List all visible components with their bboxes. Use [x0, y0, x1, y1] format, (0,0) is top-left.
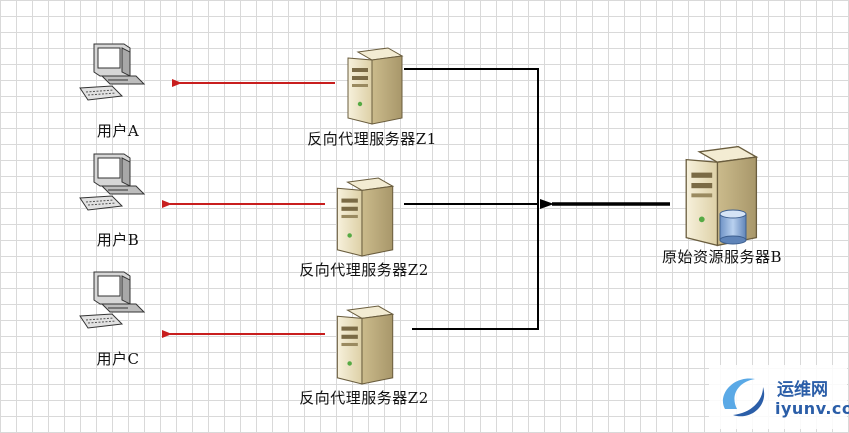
link-proxy1-proxy3 [404, 68, 539, 330]
computer-icon-user-b [79, 153, 145, 211]
proxy-z2-label: 反向代理服务器Z2 [299, 261, 429, 279]
computer-icon-user-c [79, 271, 145, 329]
server-icon-proxy-z2-second [336, 305, 394, 385]
user-arrows [162, 79, 335, 338]
watermark: 运维网 iyunv.com [709, 365, 849, 429]
server-icon-proxy-z2 [336, 177, 394, 257]
user-a-label: 用户A [96, 122, 140, 140]
origin-server-label: 原始资源服务器B [661, 248, 783, 266]
proxy-z1-label: 反向代理服务器Z1 [307, 130, 437, 148]
proxy-z2-second-label: 反向代理服务器Z2 [299, 389, 429, 407]
database-icon [719, 209, 747, 245]
watermark-title: 运维网 [777, 380, 828, 400]
computer-icon-user-a [79, 43, 145, 101]
watermark-logo-icon [722, 378, 765, 417]
server-icon-proxy-z1 [347, 47, 403, 125]
user-c-label: 用户C [96, 350, 140, 368]
origin-server [685, 145, 758, 247]
user-b-label: 用户B [96, 231, 140, 249]
connection-lines [404, 68, 539, 330]
watermark-url: iyunv.com [775, 399, 849, 418]
